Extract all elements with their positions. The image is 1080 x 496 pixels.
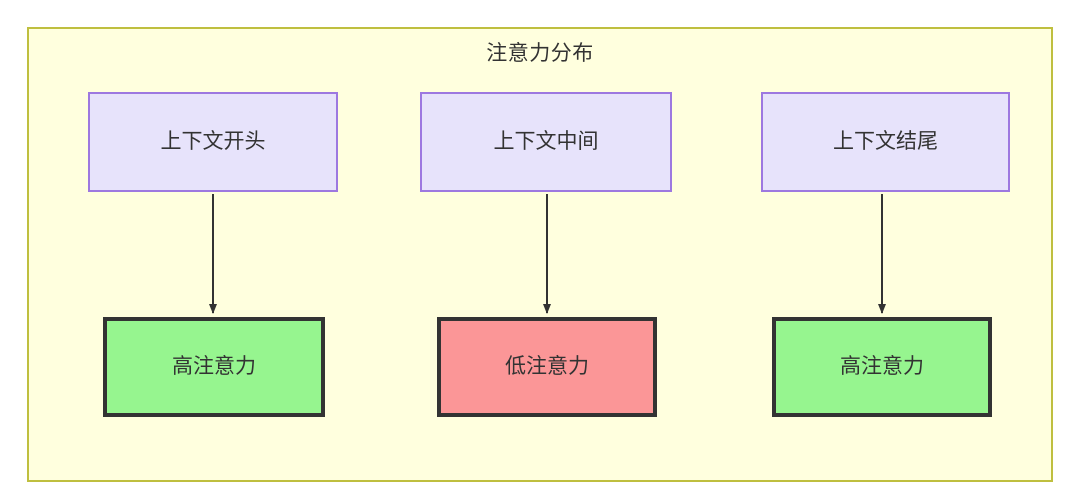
diagram-title: 注意力分布 bbox=[486, 41, 594, 65]
node-context-end[interactable]: 上下文结尾 bbox=[761, 92, 1010, 192]
node-context-start[interactable]: 上下文开头 bbox=[88, 92, 338, 192]
node-label: 高注意力 bbox=[172, 354, 256, 379]
node-high-attention-end[interactable]: 高注意力 bbox=[772, 317, 992, 417]
node-label: 上下文开头 bbox=[160, 129, 266, 154]
node-low-attention-middle[interactable]: 低注意力 bbox=[437, 317, 657, 417]
node-context-middle[interactable]: 上下文中间 bbox=[420, 92, 672, 192]
node-label: 上下文结尾 bbox=[833, 129, 938, 154]
node-label: 低注意力 bbox=[505, 354, 589, 379]
node-high-attention-start[interactable]: 高注意力 bbox=[103, 317, 325, 417]
node-label: 上下文中间 bbox=[493, 129, 599, 154]
node-label: 高注意力 bbox=[840, 354, 924, 379]
